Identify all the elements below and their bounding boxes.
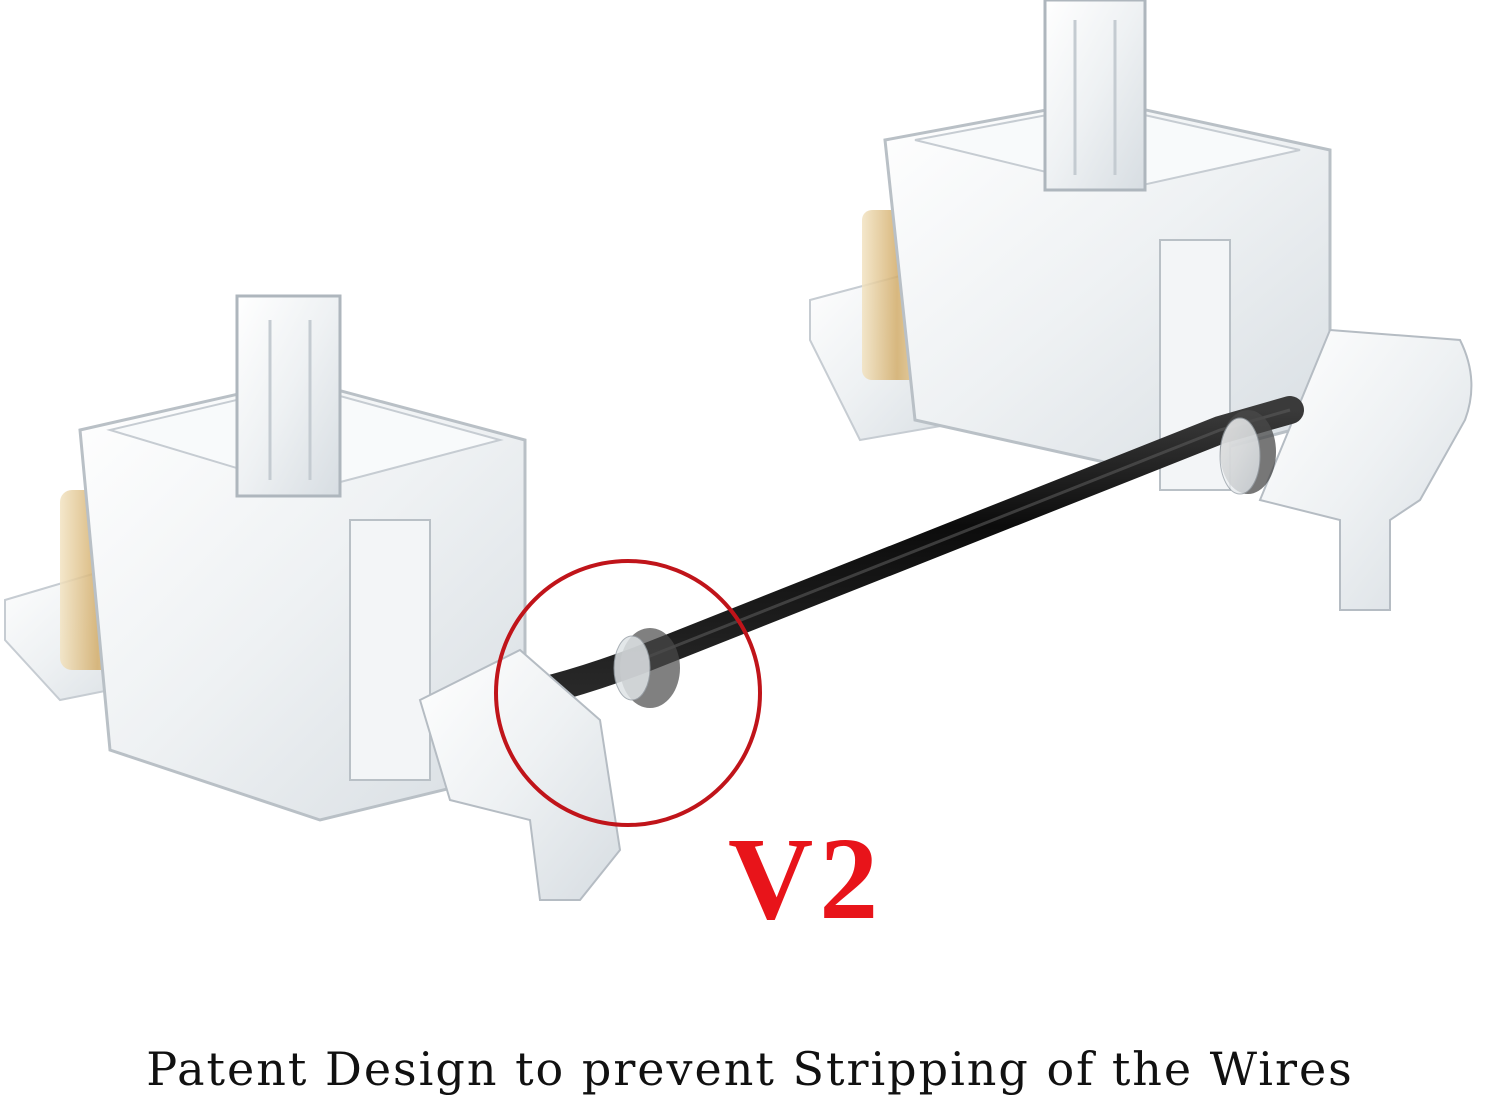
stabilizer-photo xyxy=(4,0,1473,901)
left-stabilizer-housing xyxy=(4,294,622,901)
highlight-circle xyxy=(494,559,762,827)
right-stabilizer-housing xyxy=(809,0,1473,611)
version-label: V2 xyxy=(728,813,885,944)
right-wire-clip xyxy=(1219,410,1276,495)
caption: Patent Design to prevent Stripping of th… xyxy=(146,1042,1354,1096)
left-wire-clip xyxy=(613,628,680,708)
